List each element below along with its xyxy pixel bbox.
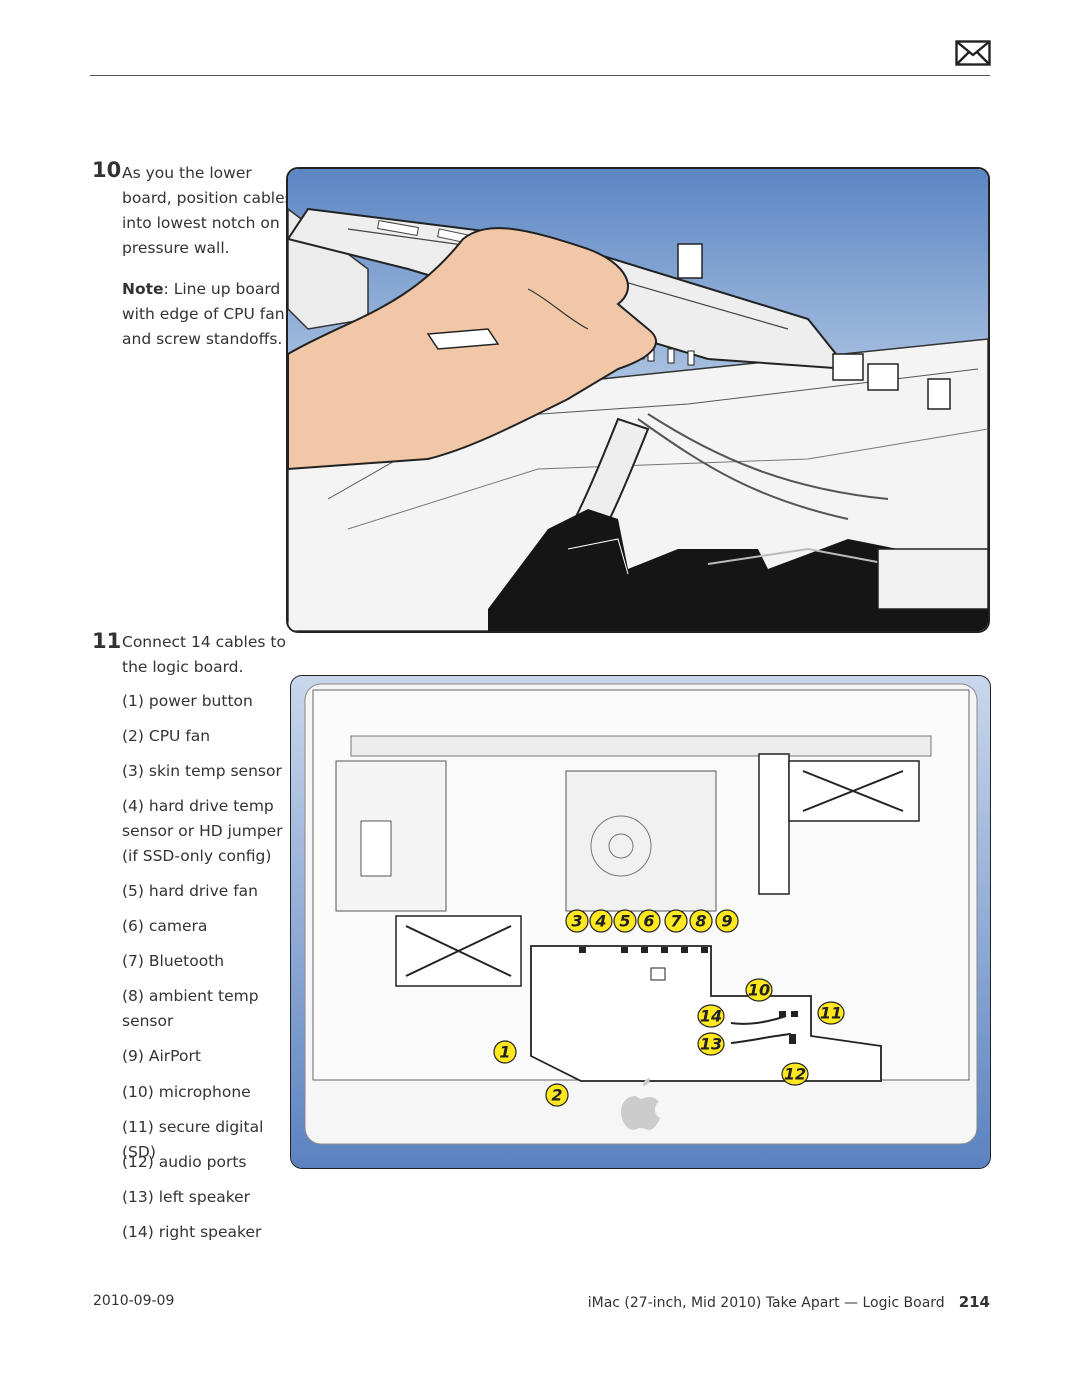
item-text: (7) Bluetooth [122, 952, 225, 970]
callout-11: 11 [817, 1001, 845, 1025]
text-line: Connect 14 cables to [122, 633, 286, 651]
item-text: (5) hard drive fan [122, 882, 259, 900]
step-text: Connect 14 cables to the logic board. [122, 630, 286, 680]
item-text: (9) AirPort [122, 1047, 201, 1065]
page-number: 214 [958, 1293, 990, 1311]
callout-14: 14 [697, 1004, 725, 1028]
cable-list-item: (5) hard drive fan [122, 879, 287, 904]
cable-list-item: (9) AirPort [122, 1044, 287, 1069]
callout-label: 2 [551, 1086, 562, 1105]
footer-title: iMac (27-inch, Mid 2010) Take Apart — Lo… [588, 1293, 990, 1311]
callout-label: 8 [695, 912, 706, 931]
callout-label: 6 [643, 912, 654, 931]
callout-label: 11 [820, 1004, 842, 1023]
callout-6: 6 [637, 909, 661, 933]
callout-10: 10 [745, 978, 773, 1002]
header-rule [90, 75, 990, 76]
text-line: into lowest notch on [122, 214, 280, 232]
callout-label: 10 [748, 981, 770, 1000]
callout-9: 9 [715, 909, 739, 933]
cable-list-item: (14) right speaker [122, 1220, 287, 1245]
item-text: (14) right speaker [122, 1223, 262, 1241]
step-number: 10 [92, 158, 122, 182]
callout-7: 7 [664, 909, 688, 933]
item-text: (4) hard drive temp [122, 797, 274, 815]
callout-label: 14 [700, 1007, 722, 1026]
callout-label: 13 [700, 1035, 722, 1054]
callout-label: 3 [571, 912, 582, 931]
text-line: the logic board. [122, 658, 244, 676]
cable-routing-illustration [286, 167, 990, 633]
item-text: (13) left speaker [122, 1188, 251, 1206]
item-text: (3) skin temp sensor [122, 762, 282, 780]
doc-title: iMac (27-inch, Mid 2010) Take Apart — Lo… [587, 1295, 945, 1311]
cable-list-item: (2) CPU fan [122, 724, 287, 749]
text-line: pressure wall. [122, 239, 230, 257]
text-line: with edge of CPU fan [122, 305, 285, 323]
item-text: (2) CPU fan [122, 727, 211, 745]
callout-1: 1 [493, 1040, 517, 1064]
callout-label: 7 [670, 912, 682, 931]
callout-label: 9 [721, 912, 732, 931]
callout-label: 4 [594, 912, 606, 931]
callout-13: 13 [697, 1032, 725, 1056]
note-text: Note: Line up board with edge of CPU fan… [122, 277, 285, 352]
cable-list-item: (11) secure digital (SD) [122, 1115, 287, 1165]
text-line: and screw standoffs. [122, 330, 283, 348]
mail-icon[interactable] [955, 40, 991, 66]
item-text: (12) audio ports [122, 1153, 247, 1171]
text-line: : Line up board [163, 280, 281, 298]
cable-list-item: (6) camera [122, 914, 287, 939]
callout-5: 5 [613, 909, 637, 933]
text-line: board, position cables [122, 189, 293, 207]
cable-list-item: (8) ambient temp sensor [122, 984, 287, 1034]
cable-list-item: (12) audio ports [122, 1150, 287, 1175]
note-label: Note [122, 280, 164, 298]
cable-list-item: (4) hard drive temp sensor or HD jumper (i… [122, 794, 287, 869]
item-text: (6) camera [122, 917, 208, 935]
callout-3: 3 [565, 909, 589, 933]
callout-12: 12 [781, 1062, 809, 1086]
item-text: (if SSD-only config) [122, 847, 272, 865]
step-number: 11 [92, 629, 122, 653]
item-text: sensor or HD jumper [122, 822, 283, 840]
item-text: (8) ambient temp [122, 987, 259, 1005]
item-text: (10) microphone [122, 1083, 251, 1101]
step-text: As you the lower board, position cables … [122, 161, 293, 261]
cable-list-item: (1) power button [122, 689, 287, 714]
callout-label: 5 [619, 912, 630, 931]
item-text: sensor [122, 1012, 174, 1030]
cable-list-item: (13) left speaker [122, 1185, 287, 1210]
callout-label: 1 [499, 1043, 510, 1062]
callout-4: 4 [589, 909, 613, 933]
callout-8: 8 [689, 909, 713, 933]
callout-label: 12 [784, 1065, 806, 1084]
footer-date: 2010-09-09 [93, 1293, 175, 1309]
text-line: As you the lower [122, 164, 252, 182]
item-text: (11) secure digital (SD) [122, 1118, 264, 1161]
cable-list-item: (10) microphone [122, 1080, 287, 1105]
cable-list-item: (7) Bluetooth [122, 949, 287, 974]
item-text: (1) power button [122, 692, 253, 710]
callout-2: 2 [545, 1083, 569, 1107]
cable-list-item: (3) skin temp sensor [122, 759, 287, 784]
